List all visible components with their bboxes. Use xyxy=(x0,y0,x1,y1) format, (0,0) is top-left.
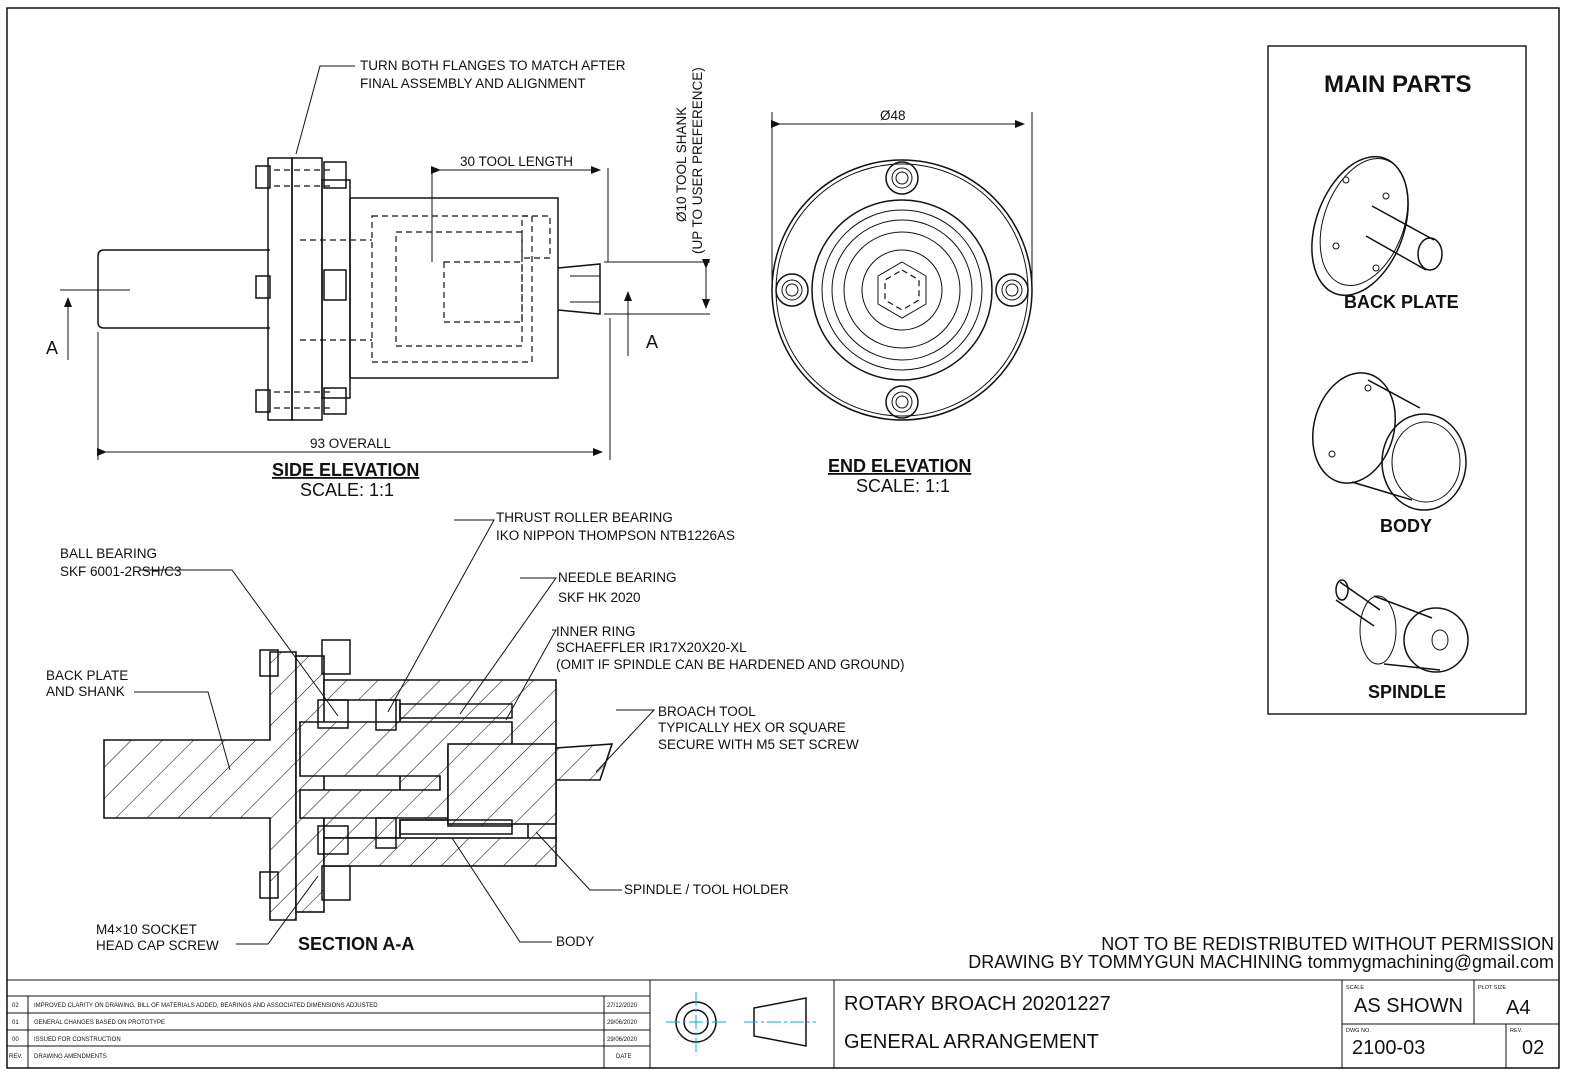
overall-dimension: 93 OVERALL xyxy=(310,436,392,451)
ball-bearing-callout-1: BALL BEARING xyxy=(60,546,157,561)
revision-desc-01: GENERAL CHANGES BASED ON PROTOTYPE xyxy=(34,1020,165,1026)
title-block xyxy=(7,979,1559,1068)
revision-header-date: DATE xyxy=(616,1054,632,1060)
scale-value: AS SHOWN xyxy=(1354,995,1463,1017)
section-title: SECTION A-A xyxy=(298,934,414,954)
tool-shank-dimension-line-2: (UP TO USER PREFERENCE) xyxy=(690,67,705,254)
body-callout: BODY xyxy=(556,934,594,949)
tool-shank-dimension-line-1: Ø10 TOOL SHANK xyxy=(674,107,689,222)
end-bolt-holes xyxy=(775,161,1029,419)
scale-label: SCALE xyxy=(1346,985,1364,991)
spindle-illustration xyxy=(1335,579,1469,673)
revision-date-02: 27/12/2020 xyxy=(607,1003,638,1009)
spindle-callout: SPINDLE / TOOL HOLDER xyxy=(624,882,789,897)
drawing-number-value: 2100-03 xyxy=(1352,1037,1425,1059)
back-plate-callout-2: AND SHANK xyxy=(46,684,125,699)
revision-header-rev: REV. xyxy=(9,1054,23,1060)
revision-rev-00: 00 xyxy=(12,1037,19,1043)
tool-length-dimension: 30 TOOL LENGTH xyxy=(460,154,573,169)
thrust-bearing-callout-2: IKO NIPPON THOMPSON NTB1226AS xyxy=(496,528,735,543)
back-plate-illustration xyxy=(1311,155,1443,297)
revision-value: 02 xyxy=(1522,1037,1544,1059)
end-elevation-view xyxy=(771,112,1033,421)
sheet-border xyxy=(6,7,1560,1069)
revision-date-01: 29/06/2020 xyxy=(607,1020,638,1026)
screw-callout-2: HEAD CAP SCREW xyxy=(96,938,219,953)
revision-rev-02: 02 xyxy=(12,1003,19,1009)
back-plate-callout-1: BACK PLATE xyxy=(46,668,128,683)
main-part-label-body: BODY xyxy=(1380,516,1432,536)
main-part-label-spindle: SPINDLE xyxy=(1368,682,1446,702)
revision-header-desc: DRAWING AMENDMENTS xyxy=(34,1054,107,1060)
ball-bearing-callout-2: SKF 6001-2RSH/C3 xyxy=(60,564,182,579)
flange-note-line-2: FINAL ASSEMBLY AND ALIGNMENT xyxy=(360,76,586,91)
revision-date-00: 29/06/2020 xyxy=(607,1037,638,1043)
drawing-subtitle: GENERAL ARRANGEMENT xyxy=(844,1031,1099,1053)
section-view xyxy=(103,519,656,945)
end-elevation-scale: SCALE: 1:1 xyxy=(856,476,950,496)
drawing-number-label: DWG NO. xyxy=(1346,1028,1371,1034)
section-mark-right: A xyxy=(646,332,658,352)
thrust-bearing-callout-1: THRUST ROLLER BEARING xyxy=(496,510,673,525)
revision-label: REV. xyxy=(1510,1028,1523,1034)
inner-ring-callout-3: (OMIT IF SPINDLE CAN BE HARDENED AND GRO… xyxy=(556,657,905,672)
end-elevation-title: END ELEVATION xyxy=(828,456,971,476)
revision-desc-00: ISSUED FOR CONSTRUCTION xyxy=(34,1037,121,1043)
needle-bearing-callout-2: SKF HK 2020 xyxy=(558,590,641,605)
broach-tool-callout-1: BROACH TOOL xyxy=(658,704,756,719)
flange-note-line-1: TURN BOTH FLANGES TO MATCH AFTER xyxy=(360,58,626,73)
screw-callout-1: M4×10 SOCKET xyxy=(96,922,197,937)
revision-desc-02: IMPROVED CLARITY ON DRAWING, BILL OF MAT… xyxy=(34,1003,378,1009)
needle-bearing-callout-1: NEEDLE BEARING xyxy=(558,570,677,585)
author-credit: DRAWING BY TOMMYGUN MACHINING tommygmach… xyxy=(968,952,1554,972)
body-illustration xyxy=(1311,372,1467,511)
broach-tool-callout-2: TYPICALLY HEX OR SQUARE xyxy=(658,720,846,735)
main-part-label-back-plate: BACK PLATE xyxy=(1344,292,1459,312)
revision-rev-01: 01 xyxy=(12,1020,19,1026)
drawing-title: ROTARY BROACH 20201227 xyxy=(844,993,1111,1015)
diameter-dimension: Ø48 xyxy=(880,108,906,123)
side-elevation-view xyxy=(60,65,710,460)
broach-tool-callout-3: SECURE WITH M5 SET SCREW xyxy=(658,737,859,752)
main-parts-panel xyxy=(1267,45,1527,715)
side-elevation-title: SIDE ELEVATION xyxy=(272,460,419,480)
inner-ring-callout-2: SCHAEFFLER IR17X20X20-XL xyxy=(556,640,747,655)
inner-ring-callout-1: INNER RING xyxy=(556,624,636,639)
plot-size-label: PLOT SIZE xyxy=(1478,985,1506,991)
side-elevation-scale: SCALE: 1:1 xyxy=(300,480,394,500)
section-mark-left: A xyxy=(46,338,58,358)
main-parts-title: MAIN PARTS xyxy=(1324,71,1472,98)
permission-notice: NOT TO BE REDISTRIBUTED WITHOUT PERMISSI… xyxy=(1101,934,1554,954)
plot-size-value: A4 xyxy=(1506,997,1530,1019)
